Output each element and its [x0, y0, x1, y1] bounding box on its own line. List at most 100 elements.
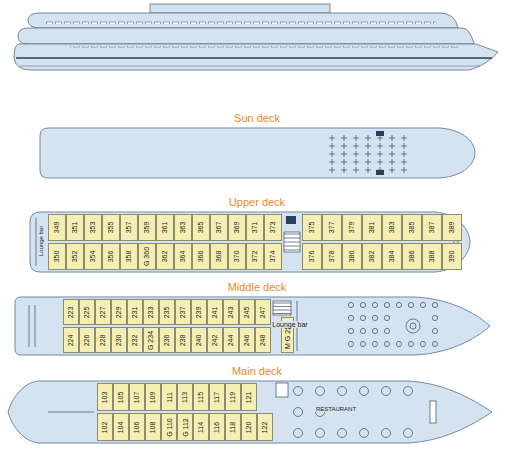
cabin-number: 375: [309, 222, 316, 234]
cabin-number: 390: [449, 251, 456, 263]
deck-furniture: [29, 301, 438, 351]
cabin-box: 373: [264, 214, 282, 241]
cabin-box: 241: [207, 299, 223, 325]
cabin-number: 357: [126, 222, 133, 234]
cabin-number: 376: [309, 251, 316, 263]
cabin-box: 372: [246, 243, 264, 270]
cabin-number: 246: [244, 334, 251, 346]
cabin-box: 115: [193, 383, 209, 411]
cabin-box: 121: [241, 383, 257, 411]
cabin-number: 233: [148, 306, 155, 318]
cabin-number: 115: [197, 391, 204, 402]
cabin-number: 224: [68, 334, 75, 346]
cabin-box: 228: [95, 327, 111, 353]
cabin-number: 241: [212, 306, 219, 318]
cabin-number: 105: [118, 391, 125, 403]
cabin-box: 245: [239, 299, 255, 325]
cabin-box: 384: [382, 243, 402, 270]
cabin-box: 351: [66, 214, 84, 241]
cabin-number: 247: [260, 306, 267, 318]
cabin-box: 232: [127, 327, 143, 353]
cabin-number: 381: [369, 222, 376, 234]
cabin-box: 358: [120, 243, 138, 270]
cabin-number: 359: [144, 222, 151, 234]
cabin-number: 111: [165, 392, 172, 403]
cabin-box: 381: [362, 214, 382, 241]
cabin-box: 114: [193, 413, 209, 441]
cabin-number: 374: [270, 251, 277, 263]
cabin-number: G 112: [182, 418, 189, 437]
cabin-box: 377: [322, 214, 342, 241]
cabin-box: 108: [145, 413, 161, 441]
cabin-box: G 360: [138, 243, 156, 270]
cabin-number: 354: [90, 251, 97, 263]
cabin-number: 350: [54, 251, 61, 263]
cabin-number: 114: [197, 421, 204, 432]
cabin-box: 246: [239, 327, 255, 353]
cabin-number: 102: [102, 421, 109, 433]
cabin-box: 382: [362, 243, 382, 270]
cabin-box: 376: [302, 243, 322, 270]
cabin-number: 352: [72, 251, 79, 263]
cabin-box: 379: [342, 214, 362, 241]
cabin-box: 224: [63, 327, 79, 353]
cabin-number: 351: [72, 222, 79, 234]
cabin-number: 385: [409, 222, 416, 234]
deck-plan: Main deck1031051071091111131151171191211…: [8, 381, 492, 443]
cabin-box: 237: [175, 299, 191, 325]
cabin-number: 368: [216, 251, 223, 263]
cabin-box: 363: [174, 214, 192, 241]
hull-outline: [40, 128, 475, 178]
cabin-number: 225: [84, 306, 91, 318]
cabin-number: G 234: [148, 330, 155, 349]
cabin-box: 390: [442, 243, 462, 270]
deck-outline: [40, 128, 475, 178]
cabin-box: 231: [127, 299, 143, 325]
cabin-number: 349: [54, 222, 61, 234]
cabin-number: 242: [212, 334, 219, 346]
cabin-box: 353: [84, 214, 102, 241]
cabin-box: 102: [97, 413, 113, 441]
cabin-number: 358: [126, 251, 133, 263]
cabin-number: 122: [262, 421, 269, 433]
cabin-box: 227: [95, 299, 111, 325]
cabin-box: 240: [191, 327, 207, 353]
cabin-number: 377: [329, 222, 336, 234]
cabin-box: 349: [48, 214, 66, 241]
cabin-box: 368: [210, 243, 228, 270]
cabin-box: 104: [113, 413, 129, 441]
cabin-box: 225: [79, 299, 95, 325]
cabin-box: 122: [257, 413, 273, 441]
cabin-number: 103: [102, 391, 109, 403]
cabin-box: 369: [228, 214, 246, 241]
deck-title: Main deck: [232, 365, 282, 377]
cabin-box: 233: [143, 299, 159, 325]
cabin-box: 117: [209, 383, 225, 411]
cabin-box: 354: [84, 243, 102, 270]
cabin-number: 362: [162, 251, 169, 263]
cabin-number: 353: [90, 222, 97, 234]
cabin-box: 239: [191, 299, 207, 325]
cabin-number: 373: [270, 222, 277, 234]
cabin-box: 389: [442, 214, 462, 241]
cabin-number: 379: [349, 222, 356, 234]
cabin-box: 229: [111, 299, 127, 325]
cabin-number: 387: [429, 222, 436, 234]
cabin-box: 247: [255, 299, 271, 325]
cabin-number: 237: [180, 306, 187, 318]
cabin-box: G 112: [177, 413, 193, 441]
cabin-number: 240: [196, 334, 203, 346]
cabin-number: 386: [409, 251, 416, 263]
cabin-box: 352: [66, 243, 84, 270]
cabin-box: 105: [113, 383, 129, 411]
cabin-number: 117: [213, 391, 220, 402]
cabin-box: 365: [192, 214, 210, 241]
cabin-box: 386: [402, 243, 422, 270]
cabin-box: 236: [159, 327, 175, 353]
cabin-number: 384: [389, 251, 396, 263]
cabin-box: 243: [223, 299, 239, 325]
cabin-number: 365: [198, 222, 205, 234]
cabin-box: 120: [241, 413, 257, 441]
cabin-number: 248: [260, 334, 267, 346]
cabin-number: 389: [449, 222, 456, 234]
